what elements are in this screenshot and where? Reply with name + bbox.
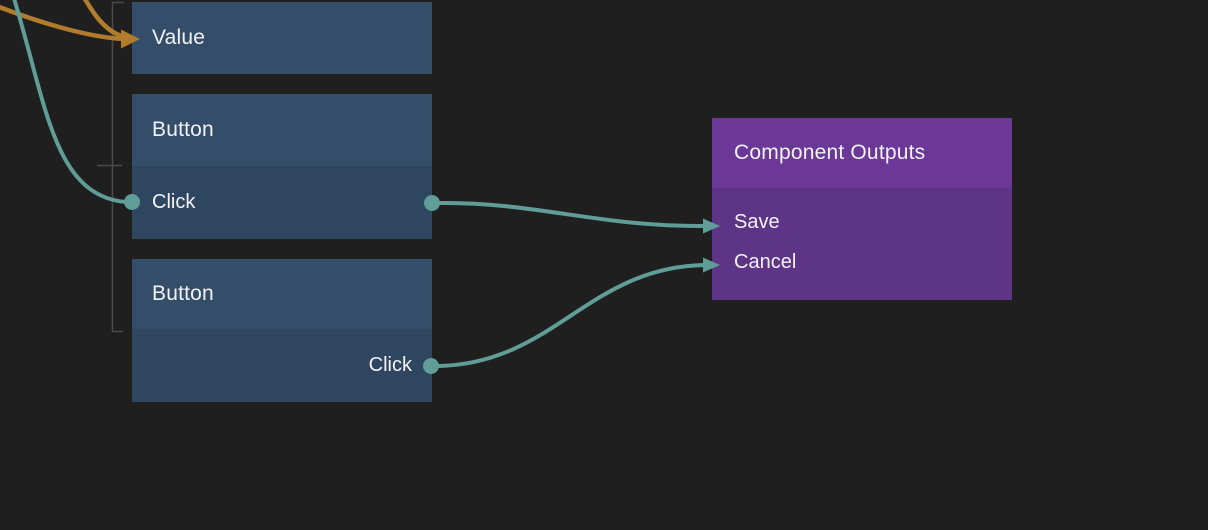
- node-component-outputs[interactable]: Component Outputs Save Cancel: [712, 118, 1012, 300]
- node-button-1-header[interactable]: Button: [132, 94, 432, 166]
- node-button-2[interactable]: Button Click: [132, 259, 432, 402]
- connection-button2-click-to-cancel[interactable]: [437, 263, 707, 368]
- node-button-1[interactable]: Button Click: [132, 94, 432, 239]
- node-title: Button: [152, 118, 214, 141]
- save-port-row[interactable]: Save: [712, 202, 1012, 242]
- value-input-row[interactable]: Value: [132, 2, 432, 74]
- node-button-2-header[interactable]: Button: [132, 259, 432, 329]
- node-component-outputs-header[interactable]: Component Outputs: [712, 118, 1012, 188]
- connection-orange-left-to-value[interactable]: [0, 4, 126, 42]
- group-bracket: [111, 1, 124, 333]
- button-1-click-port-row[interactable]: Click: [132, 166, 432, 239]
- cancel-port-row[interactable]: Cancel: [712, 242, 1012, 282]
- value-port-label: Value: [152, 26, 206, 49]
- save-port-label: Save: [734, 210, 780, 233]
- button-2-click-port-row[interactable]: Click: [132, 329, 432, 402]
- node-component-outputs-body: Save Cancel: [712, 188, 1012, 300]
- connection-button1-click-to-save[interactable]: [438, 200, 707, 229]
- node-title: Button: [152, 282, 214, 305]
- node-title: Component Outputs: [734, 141, 926, 164]
- click-port-label: Click: [368, 354, 412, 376]
- cancel-port-label: Cancel: [734, 250, 797, 273]
- connection-top-to-button1-click[interactable]: [12, 0, 128, 204]
- click-port-label: Click: [152, 191, 196, 213]
- node-value[interactable]: Value: [132, 2, 432, 74]
- connection-orange-top-to-value[interactable]: [82, 0, 124, 39]
